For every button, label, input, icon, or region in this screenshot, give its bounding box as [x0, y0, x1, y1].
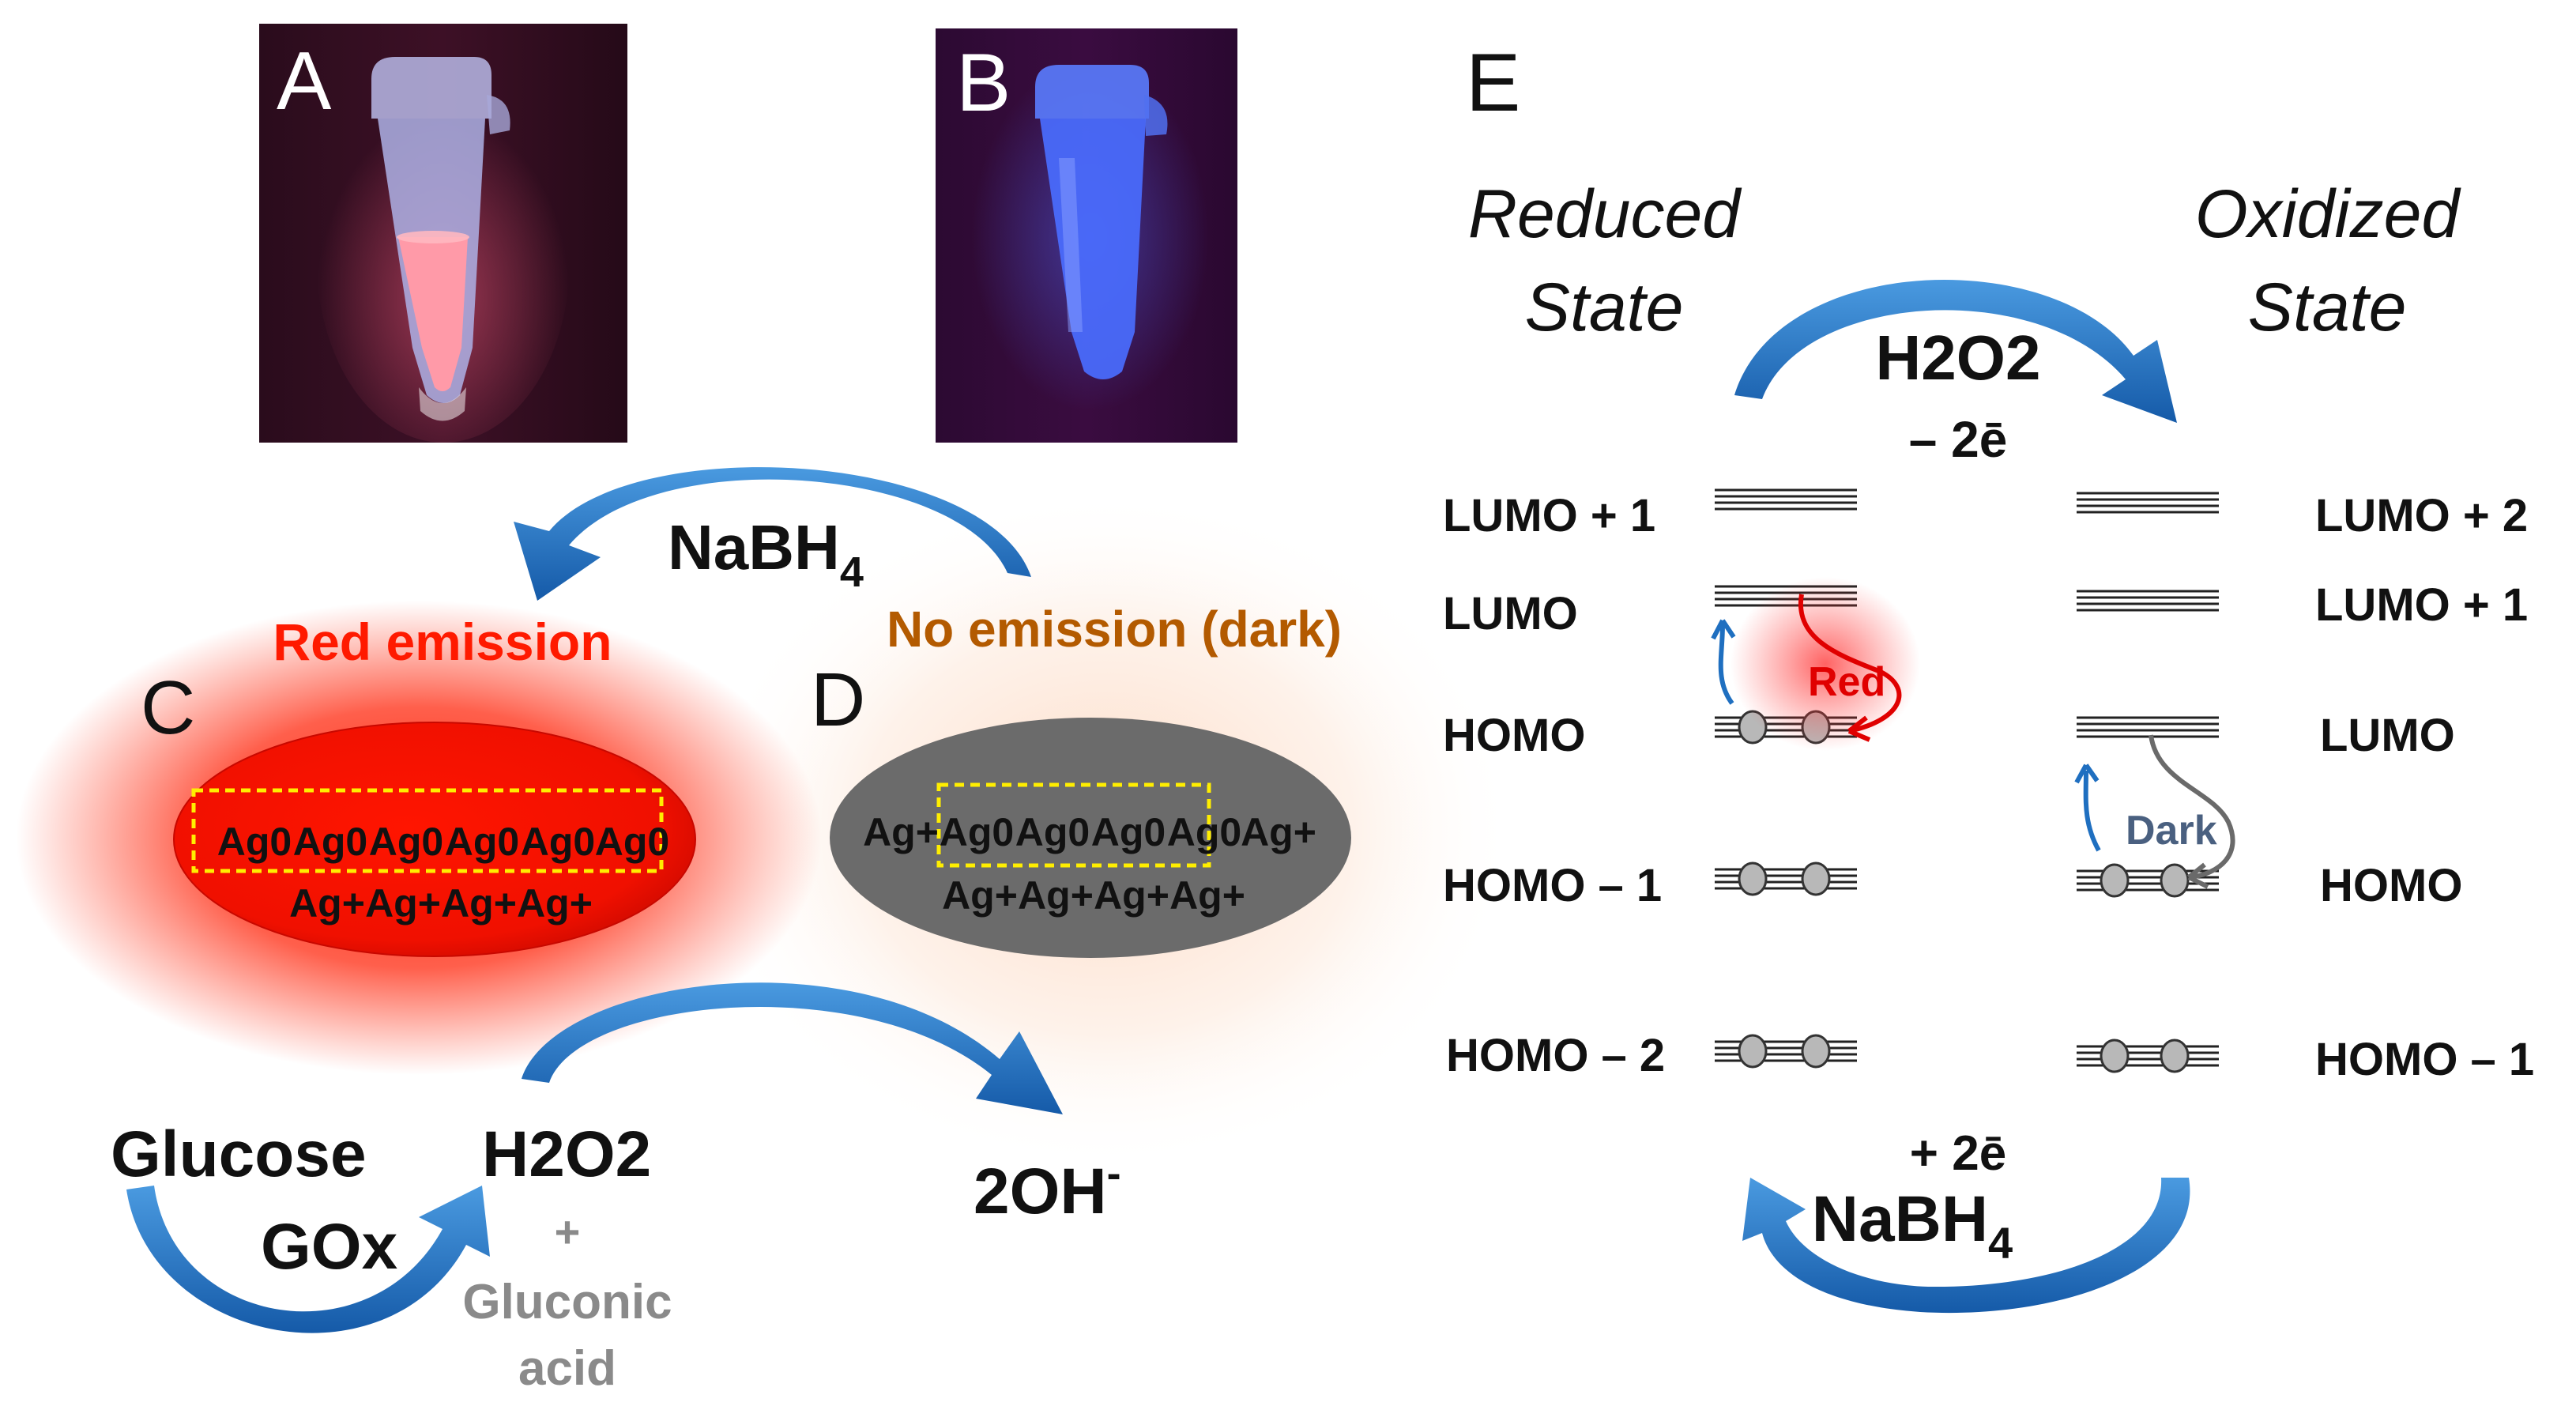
atom-c-r1-6: Ag0	[595, 820, 669, 864]
photo-a: A	[259, 24, 627, 443]
electron	[2160, 863, 2190, 898]
electron	[1738, 861, 1768, 896]
atom-d-r2-4: Ag+	[1169, 873, 1245, 918]
atom-d-r2-3: Ag+	[1094, 873, 1169, 918]
minus-2e-label: – 2ē	[1909, 411, 2008, 468]
atom-c-r2-1: Ag+	[289, 881, 365, 926]
arrow-glucose-to-h2o2	[126, 1186, 490, 1333]
dark-transition-label: Dark	[2126, 808, 2217, 854]
level-bar-right-lumo-plus-1	[2077, 590, 2219, 612]
gox-label: GOx	[261, 1211, 397, 1283]
red-transition: Red	[1711, 577, 1920, 751]
dark-transition: Dark	[2074, 734, 2235, 889]
right-level-homo-minus-1: HOMO – 1	[2315, 1034, 2534, 1085]
atom-c-r1-4: Ag0	[445, 820, 519, 864]
atom-d-r2-2: Ag+	[1018, 873, 1094, 918]
oxidized-state-label: State	[2248, 270, 2407, 345]
plus-2e-label: + 2ē	[1910, 1126, 2006, 1181]
atom-d-r2-1: Ag+	[942, 873, 1018, 918]
level-bar-right-lumo	[2077, 716, 2219, 738]
plus-label: +	[555, 1207, 581, 1257]
panel-c-label: C	[141, 665, 195, 750]
atom-d-r1-2: Ag0	[940, 810, 1014, 854]
photo-b: B	[936, 28, 1237, 443]
cluster-c-ellipse	[173, 722, 696, 957]
arrow-nabh4-bottom	[1742, 1178, 2190, 1314]
level-bar-right-homo-minus-1	[2077, 1045, 2219, 1067]
tube-a	[371, 57, 510, 421]
panel-d-label: D	[811, 658, 865, 742]
right-level-homo: HOMO	[2320, 860, 2462, 911]
electrons	[1738, 710, 2190, 1073]
hydroxide-label: 2OH-	[974, 1150, 1121, 1227]
left-level-lumo-plus-1: LUMO + 1	[1443, 490, 1655, 541]
left-level-lumo: LUMO	[1443, 588, 1578, 639]
atom-c-r2-2: Ag+	[365, 881, 441, 926]
cluster-d-atoms: Ag+ Ag0 Ag0 Ag0 Ag0 Ag+ Ag+ Ag+ Ag+ Ag+	[863, 810, 1316, 918]
left-level-homo-minus-2: HOMO – 2	[1446, 1030, 1665, 1081]
no-emission-label: No emission (dark)	[887, 601, 1342, 658]
electron	[1801, 861, 1831, 896]
atom-c-r1-2: Ag0	[293, 820, 367, 864]
nabh4-top-label: NaBH4	[668, 512, 864, 596]
level-bar-left-homo-minus-1	[1715, 868, 1857, 890]
oxidized-label: Oxidized	[2195, 176, 2462, 252]
atom-c-r2-4: Ag+	[517, 881, 593, 926]
atom-d-r1-1: Ag+	[863, 810, 939, 854]
reduced-label: Reduced	[1468, 176, 1742, 252]
right-level-lumo-plus-2: LUMO + 2	[2315, 490, 2528, 541]
left-energy-levels	[1715, 488, 1857, 1062]
atom-c-r1-3: Ag0	[369, 820, 443, 864]
cluster-c-core-box	[191, 788, 664, 873]
acid-label: acid	[518, 1341, 616, 1396]
atom-d-r1-4: Ag0	[1091, 810, 1166, 854]
red-emission-label: Red emission	[273, 613, 612, 671]
cluster-d-core-box	[936, 782, 1211, 868]
panel-e-label: E	[1466, 37, 1520, 129]
h2o2-top-label: H2O2	[1876, 322, 2041, 393]
panel-b-label: B	[956, 37, 1011, 129]
nabh4-bottom-label: NaBH4	[1812, 1183, 2013, 1268]
red-transition-label: Red	[1808, 659, 1885, 705]
arrow-h2o2-top	[1734, 279, 2177, 423]
glucose-label: Glucose	[111, 1118, 367, 1190]
right-level-lumo: LUMO	[2320, 710, 2455, 761]
atom-d-r1-5: Ag0	[1167, 810, 1241, 854]
atom-d-r1-3: Ag0	[1015, 810, 1090, 854]
cluster-d-ellipse	[830, 718, 1351, 958]
atom-c-r2-3: Ag+	[441, 881, 517, 926]
left-level-homo-minus-1: HOMO – 1	[1443, 860, 1662, 911]
level-bar-left-lumo-plus-1	[1715, 488, 1857, 511]
atom-d-r1-6: Ag+	[1241, 810, 1316, 854]
level-bar-right-lumo-plus-2	[2077, 492, 2219, 514]
electron	[1738, 1034, 1768, 1069]
right-level-lumo-plus-1: LUMO + 1	[2315, 579, 2528, 631]
atom-c-r1-5: Ag0	[521, 820, 595, 864]
atom-c-r1-1: Ag0	[217, 820, 292, 864]
tube-b	[1035, 65, 1168, 379]
level-bar-left-homo-minus-2	[1715, 1040, 1857, 1062]
panel-a-label: A	[277, 36, 332, 127]
electron	[2160, 1039, 2190, 1073]
left-level-homo: HOMO	[1443, 710, 1585, 761]
electron	[2100, 1039, 2130, 1073]
reduced-state-label: State	[1525, 270, 1684, 345]
h2o2-left-label: H2O2	[482, 1118, 651, 1190]
electron	[1801, 1034, 1831, 1069]
cluster-c-atoms: Ag0 Ag0 Ag0 Ag0 Ag0 Ag0 Ag+ Ag+ Ag+ Ag+	[217, 820, 669, 926]
electron	[2100, 863, 2130, 898]
arrow-h2o2-to-oh	[522, 982, 1063, 1114]
gluconic-label: Gluconic	[462, 1275, 672, 1329]
